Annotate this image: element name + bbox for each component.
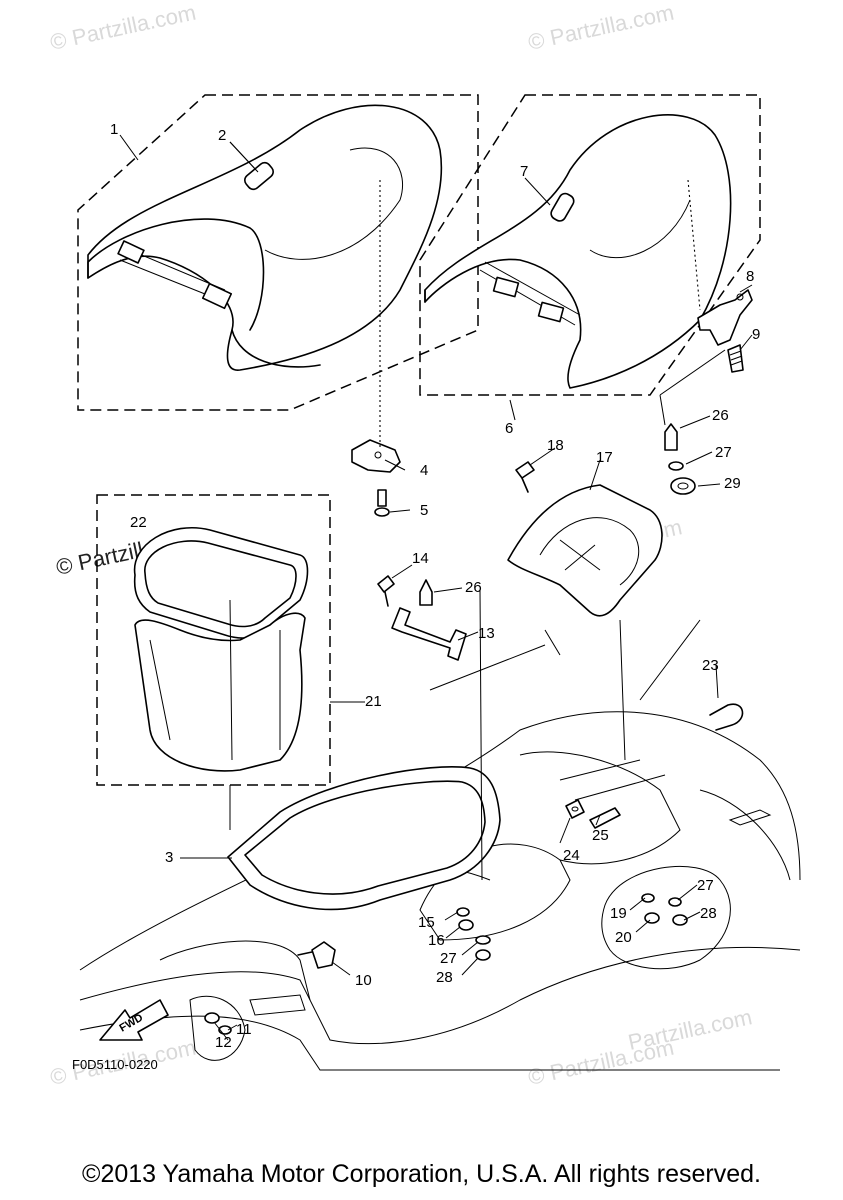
label-6: 6: [505, 420, 513, 437]
label-20: 20: [615, 929, 632, 946]
storage-box-drawing: [133, 527, 309, 772]
label-21: 21: [365, 693, 382, 710]
label-1: 1: [110, 121, 118, 138]
label-26-lower: 26: [465, 579, 482, 596]
part-labels: 1 2 3 4 5 6 7 8 9 10 11 12 13 14 15 16 1…: [110, 121, 760, 1051]
nut-28-hull: [475, 949, 491, 961]
label-27: 27: [715, 444, 732, 461]
label-2: 2: [218, 127, 226, 144]
label-19: 19: [610, 905, 627, 922]
label-12: 12: [215, 1034, 232, 1051]
stud-26-lower: [419, 579, 433, 606]
label-15: 15: [418, 914, 435, 931]
label-22: 22: [130, 514, 147, 531]
label-18: 18: [547, 437, 564, 454]
clip-10: [297, 941, 336, 969]
stud-26-upper: [664, 423, 678, 451]
label-3: 3: [165, 849, 173, 866]
label-4: 4: [420, 462, 428, 479]
label-7: 7: [520, 163, 528, 180]
label-8: 8: [746, 268, 754, 285]
label-27-hull: 27: [440, 950, 457, 967]
grommet-29: [670, 477, 696, 495]
plate-25: [589, 807, 621, 829]
label-28: 28: [436, 969, 453, 986]
label-17: 17: [596, 449, 613, 466]
label-10: 10: [355, 972, 372, 989]
label-23: 23: [702, 657, 719, 674]
watermark-bottom-right-2: Partzilla.com: [626, 1004, 754, 1055]
label-9: 9: [752, 326, 760, 343]
fwd-arrow: FWD: [99, 999, 169, 1041]
washer-27-hull: [475, 935, 491, 945]
label-16: 16: [428, 932, 445, 949]
bracket-4: [351, 439, 401, 473]
bracket-13: [391, 607, 467, 661]
frame-3: [227, 766, 501, 911]
tray-17: [507, 484, 663, 617]
label-5: 5: [420, 502, 428, 519]
nut-12: [204, 1012, 220, 1024]
watermark-top-left: © Partzilla.com: [48, 0, 198, 55]
label-11: 11: [236, 1021, 252, 1038]
u-bolt-23: [709, 703, 744, 731]
label-24: 24: [563, 847, 580, 864]
leader-lines: [119, 134, 753, 1041]
seat-1-drawing: [87, 104, 443, 371]
latch-bracket-8: [697, 289, 753, 346]
inset-hardware: [601, 865, 731, 970]
washer-15: [456, 907, 470, 917]
seat-1-dashed-box: [77, 94, 479, 411]
label-27-inset: 27: [697, 877, 714, 894]
copyright-notice: ©2013 Yamaha Motor Corporation, U.S.A. A…: [82, 1160, 761, 1188]
washer-27-upper: [668, 461, 684, 471]
storage-box-dashed-box: [96, 494, 331, 786]
label-13: 13: [478, 625, 495, 642]
nut-24: [565, 799, 585, 819]
bolt-14: [377, 575, 395, 607]
label-25: 25: [592, 827, 609, 844]
label-28-inset: 28: [700, 905, 717, 922]
watermark-top-right: © Partzilla.com: [526, 0, 676, 55]
seat-6-dashed-box: [419, 94, 761, 396]
label-26: 26: [712, 407, 729, 424]
label-14: 14: [412, 550, 429, 567]
bolt-5: [374, 489, 390, 517]
nut-16: [458, 919, 474, 931]
label-29: 29: [724, 475, 741, 492]
bolt-9: [727, 344, 744, 373]
bolt-18: [515, 461, 535, 493]
diagram-code: F0D5110-0220: [72, 1057, 158, 1072]
